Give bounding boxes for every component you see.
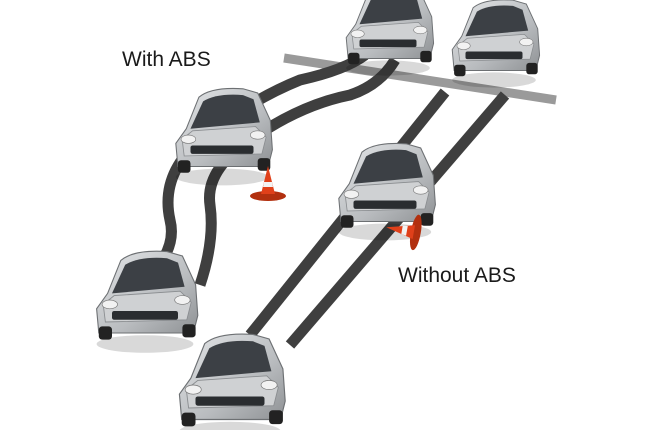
car-with-abs-start	[96, 250, 199, 354]
car-without-abs-end	[451, 0, 541, 89]
car-without-abs-start	[178, 333, 286, 430]
car-with-abs-swerving	[175, 87, 273, 186]
without-abs-label: Without ABS	[398, 264, 516, 287]
stop-line	[283, 53, 557, 105]
with-abs-label: With ABS	[122, 48, 211, 71]
car-with-abs-end	[345, 0, 435, 77]
